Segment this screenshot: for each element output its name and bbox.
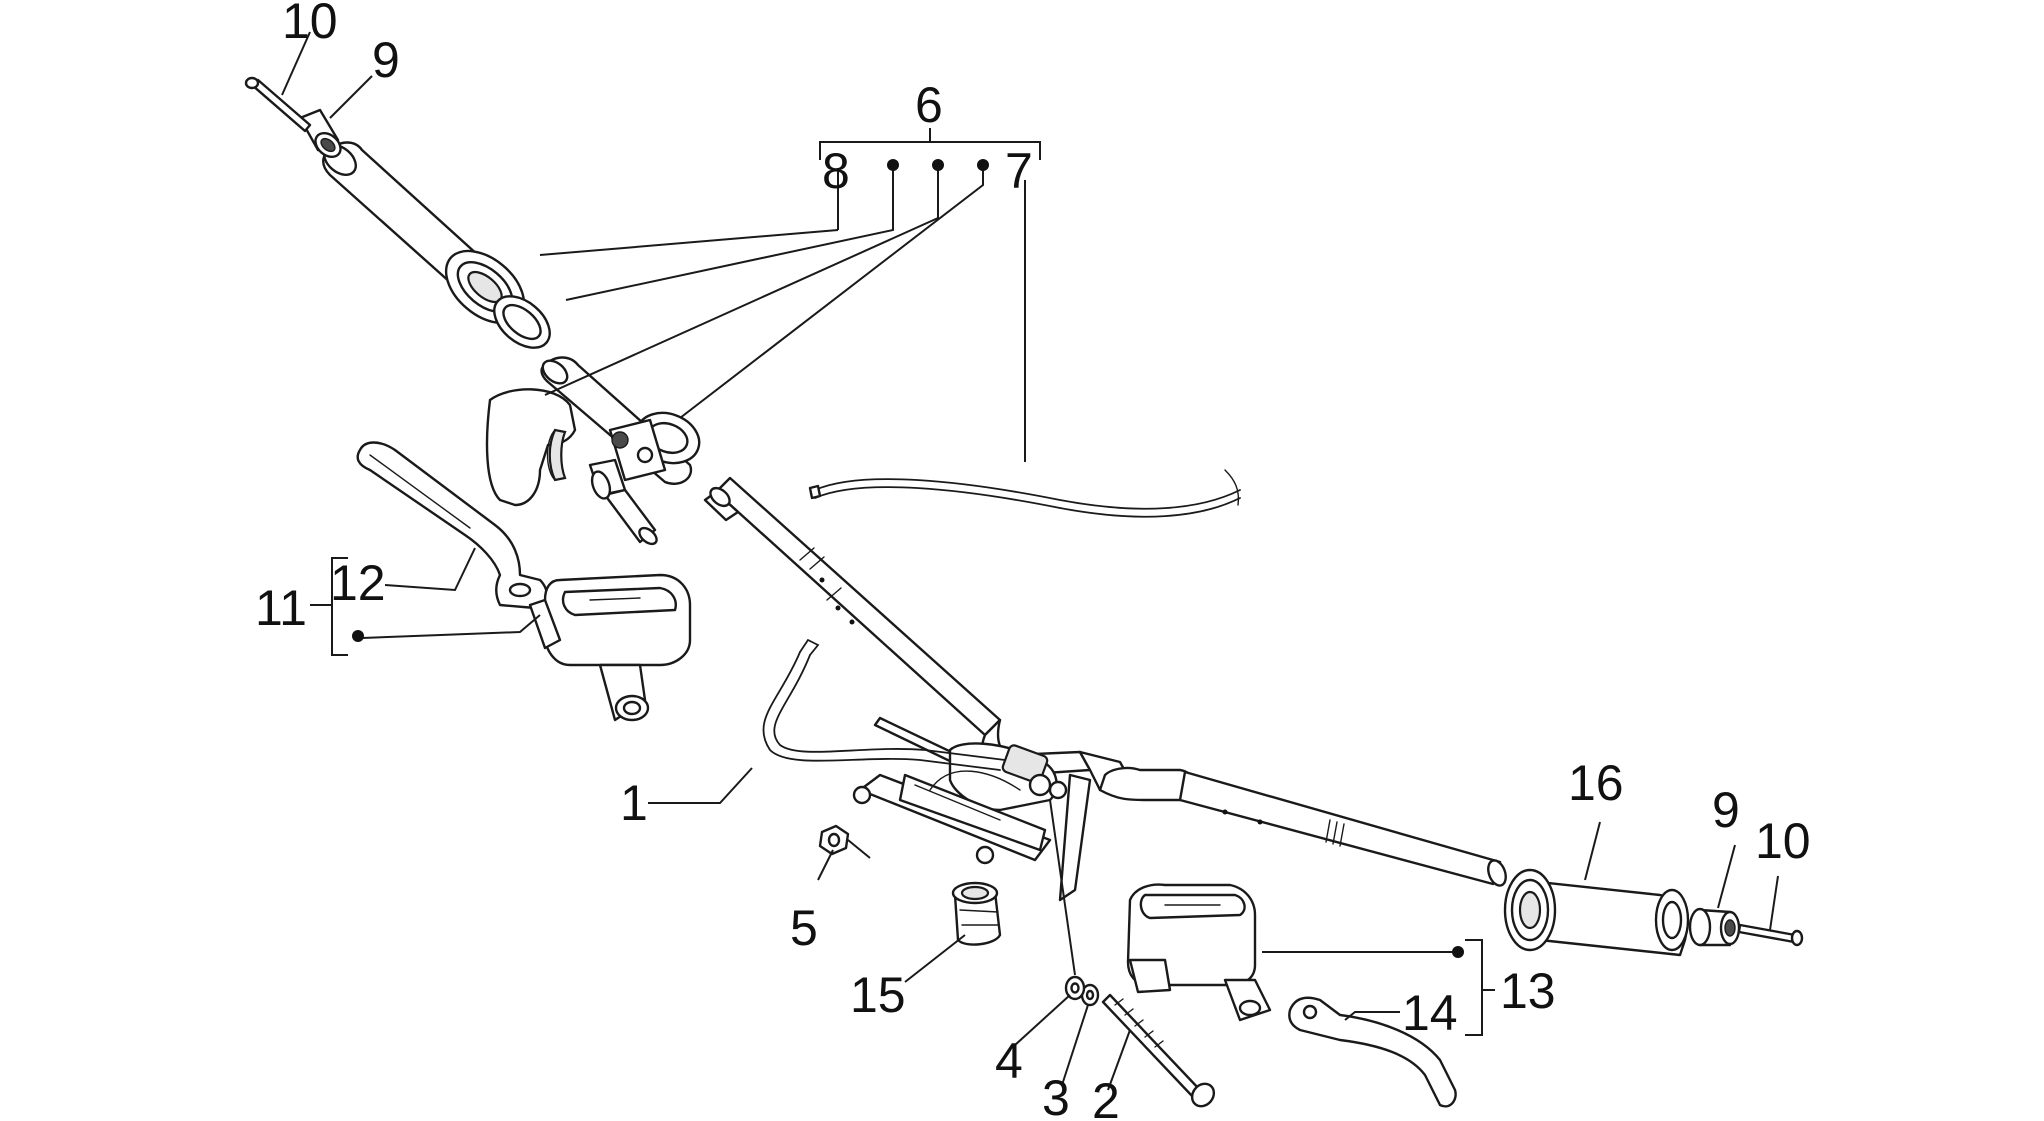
right-bar-end-screw: [1737, 923, 1804, 947]
center-mount-bracket: [852, 716, 1092, 902]
throttle-body: [588, 411, 701, 546]
callout-2: 2: [1092, 1073, 1120, 1121]
grip-washer: [493, 295, 551, 349]
callout-9-left: 9: [372, 32, 400, 88]
callout-14: 14: [1402, 985, 1458, 1041]
leader-lines: [281, 31, 1779, 1091]
callout-8: 8: [822, 143, 850, 199]
mounting-bolt: [1101, 993, 1216, 1108]
callout-12: 12: [330, 555, 386, 611]
callout-6: 6: [915, 77, 943, 133]
callout-10-left: 10: [282, 0, 338, 49]
callout-4: 4: [995, 1033, 1023, 1089]
right-master-cylinder: [1126, 883, 1272, 1022]
callout-labels: 10 9 6 8 7 12 11 1 5 15 4 3 2 14 13 16 9…: [255, 0, 1811, 1121]
left-bar-end-screw: [244, 76, 312, 133]
left-master-cylinder: [528, 573, 692, 722]
right-brake-lever: [1288, 996, 1457, 1108]
washer-4: [1064, 975, 1086, 1001]
callout-1: 1: [620, 775, 648, 831]
callout-5: 5: [790, 900, 818, 956]
throttle-housing-cover: [485, 388, 577, 507]
callout-11: 11: [255, 580, 307, 636]
handlebar-tube: [703, 476, 1507, 887]
right-bar-end-weight: [1688, 907, 1741, 947]
left-bar-end-weight: [298, 108, 342, 159]
callout-13: 13: [1500, 963, 1556, 1019]
left-handle-grip: [322, 141, 526, 325]
brake-hose-pipe: [762, 638, 1006, 771]
group-brackets: [310, 128, 1495, 1036]
callout-3: 3: [1042, 1070, 1070, 1121]
callout-16: 16: [1568, 755, 1624, 811]
callout-15: 15: [850, 967, 906, 1023]
nut: [818, 824, 850, 856]
callout-7: 7: [1005, 143, 1033, 199]
throttle-cable: [808, 469, 1241, 518]
right-handle-grip: [1503, 868, 1690, 957]
callout-10-right: 10: [1755, 813, 1811, 869]
connector-dots: [352, 159, 1464, 958]
rubber-bushing: [951, 881, 1002, 946]
callout-9-right: 9: [1712, 782, 1740, 838]
